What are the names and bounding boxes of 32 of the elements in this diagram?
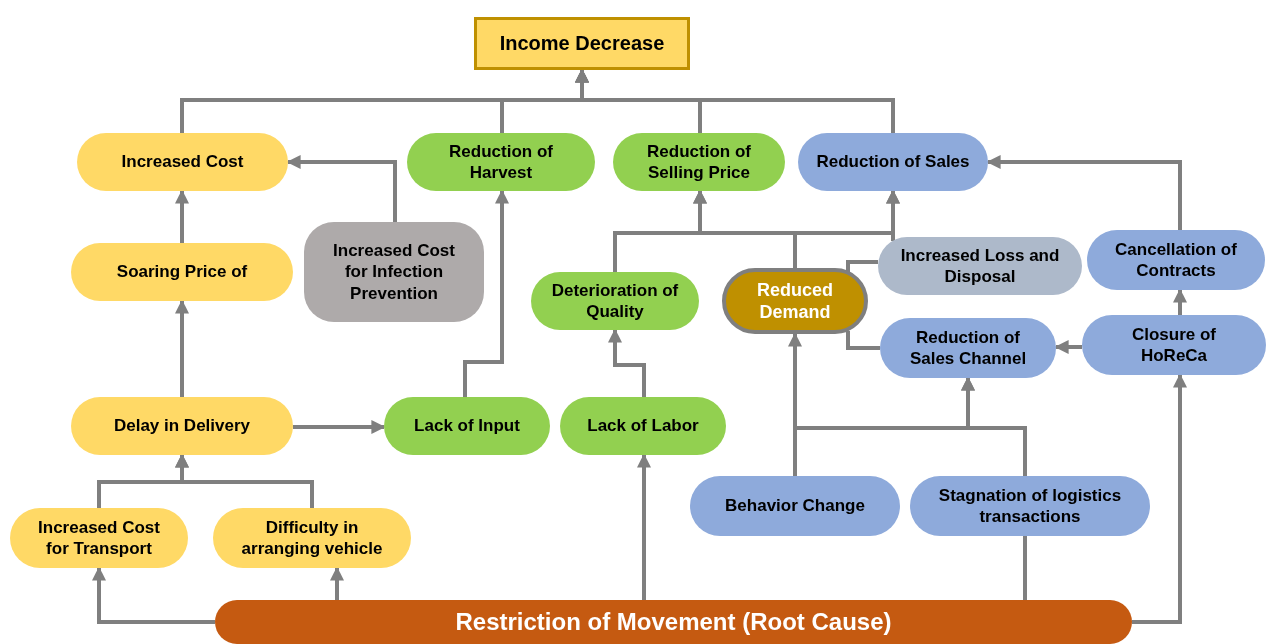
cause-pill: Reduced Demand: [722, 268, 868, 334]
cause-pill: Cancellation of Contracts: [1087, 230, 1265, 290]
root-cause-bar: Restriction of Movement (Root Cause): [215, 600, 1132, 644]
cause-box: Increased Cost for Infection Prevention: [304, 222, 484, 322]
cause-pill: Reduction of Selling Price: [613, 133, 785, 191]
cause-pill: Reduction of Harvest: [407, 133, 595, 191]
connector-arrow: [608, 328, 646, 397]
cause-pill: Increased Loss and Disposal: [878, 237, 1082, 295]
connector-arrow: [1054, 340, 1082, 354]
connector-arrow: [175, 189, 189, 243]
cause-pill: Delay in Delivery: [71, 397, 293, 455]
goal-box: Income Decrease: [474, 17, 690, 70]
cause-pill: Difficulty in arranging vehicle: [213, 508, 411, 568]
cause-pill: Deterioration of Quality: [531, 272, 699, 330]
cause-pill: Increased Cost: [77, 133, 288, 191]
connector-arrow: [330, 566, 344, 600]
cause-pill: Reduction of Sales: [798, 133, 988, 191]
cause-pill: Closure of HoReCa: [1082, 315, 1266, 375]
connector-arrow: [293, 420, 386, 434]
cause-pill: Reduction of Sales Channel: [880, 318, 1056, 378]
connector-arrow: [463, 189, 509, 397]
connector-arrow: [1132, 373, 1187, 624]
connector-arrow: [92, 566, 215, 624]
cause-pill: Increased Cost for Transport: [10, 508, 188, 568]
cause-pill: Lack of Input: [384, 397, 550, 455]
cause-pill: Stagnation of logistics transactions: [910, 476, 1150, 536]
connector-arrow: [637, 453, 651, 600]
cause-pill: Behavior Change: [690, 476, 900, 536]
cause-pill: Lack of Labor: [560, 397, 726, 455]
connector-arrow: [175, 299, 189, 397]
cause-pill: Soaring Price of: [71, 243, 293, 301]
connector-arrow: [1173, 288, 1187, 315]
